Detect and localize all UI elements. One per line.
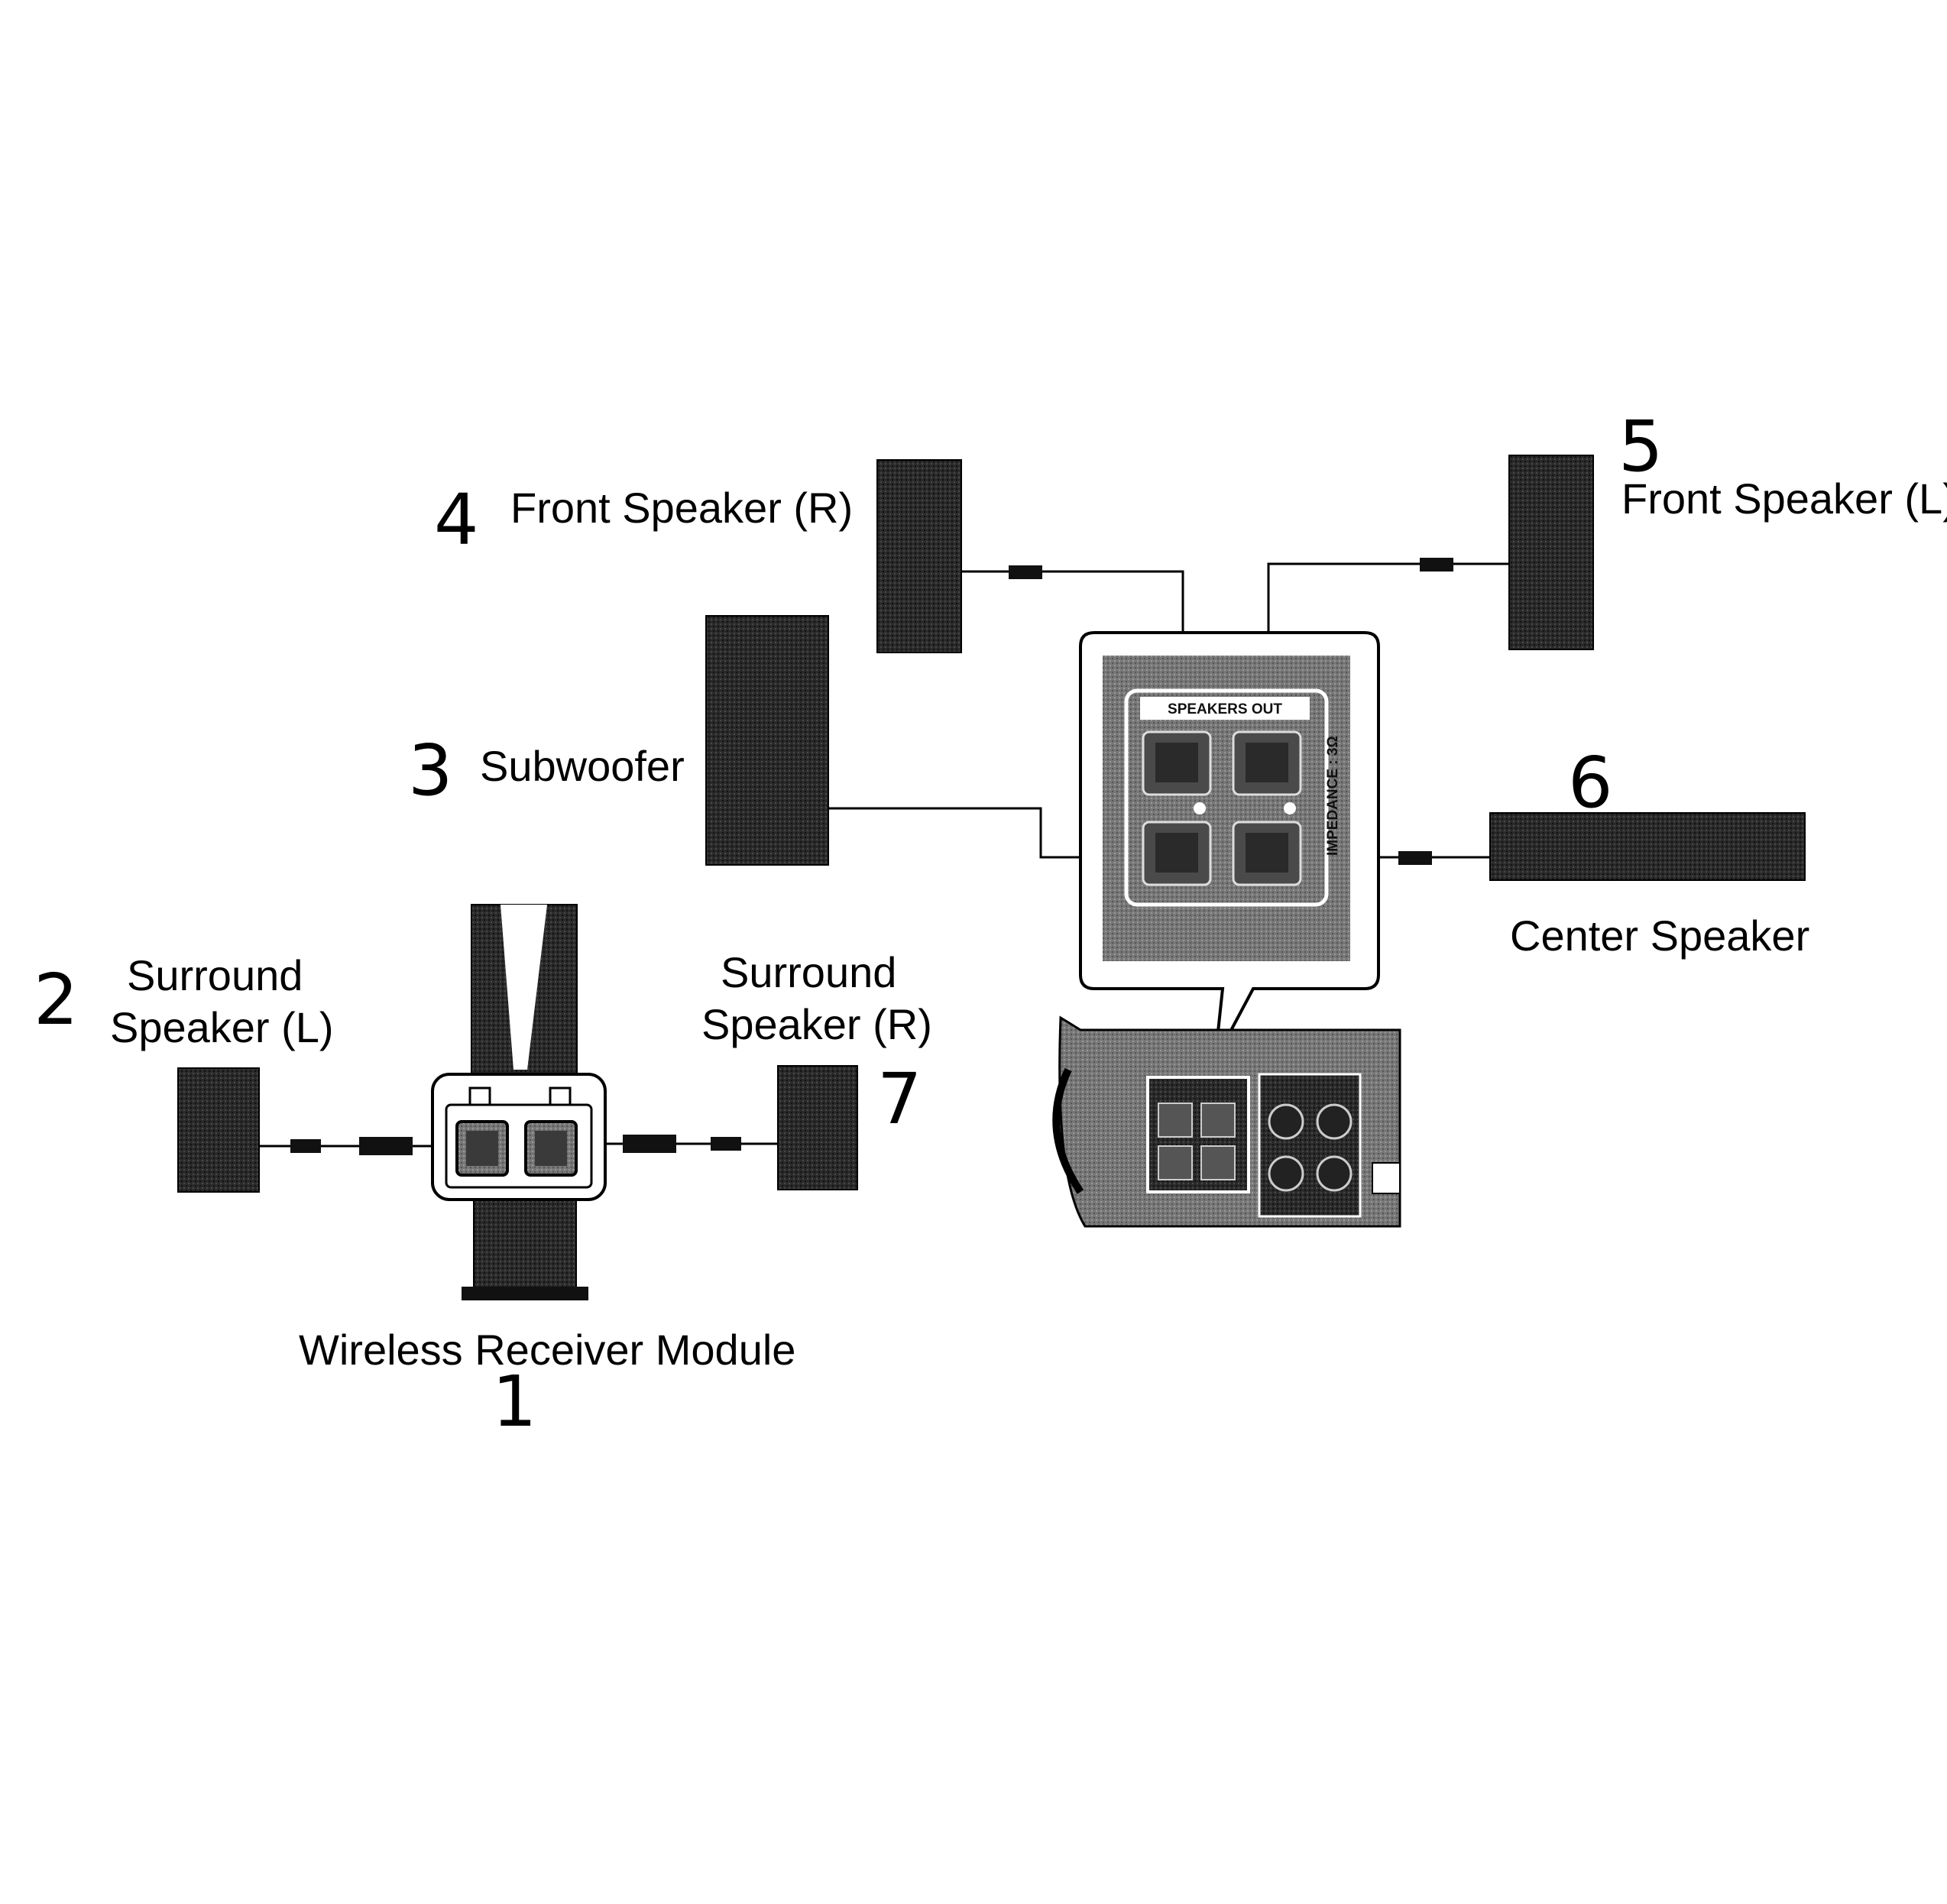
plug-front-right	[1009, 565, 1042, 579]
subwoofer-speaker	[705, 615, 829, 866]
plug-surround-left-a	[290, 1139, 321, 1153]
label-surround-right-line2: Speaker (R)	[701, 1000, 932, 1048]
plug-center	[1398, 851, 1432, 865]
label-surround-right-line1: Surround	[721, 948, 896, 996]
label-subwoofer: Subwoofer	[480, 742, 685, 790]
wireless-receiver-module	[431, 904, 607, 1300]
speakers-out-header-bg	[1140, 697, 1310, 720]
module-tag-left	[468, 1086, 491, 1106]
label-wireless-module: Wireless Receiver Module	[299, 1326, 795, 1374]
connector-plugs	[290, 558, 1453, 1155]
number-surround-right: 7	[877, 1058, 922, 1140]
number-subwoofer: 3	[408, 730, 453, 811]
center-speaker	[1489, 812, 1806, 881]
main-unit-rear	[1052, 1015, 1401, 1228]
number-wireless-module: 1	[492, 1361, 537, 1443]
main-unit-jacks	[1258, 1073, 1362, 1218]
speakers-out-callout: SPEAKERS OUT IMPEDANCE : 3Ω	[1079, 631, 1380, 1061]
number-front-right: 4	[434, 479, 479, 561]
label-surround-left-line2: Speaker (L)	[110, 1003, 334, 1051]
surround-right-speaker	[777, 1065, 858, 1190]
module-tag-right	[549, 1086, 572, 1106]
plug-surround-left-b	[359, 1137, 413, 1155]
module-base	[462, 1287, 588, 1300]
label-surround-left-line1: Surround	[127, 951, 303, 999]
label-front-right: Front Speaker (R)	[510, 484, 853, 532]
label-center: Center Speaker	[1510, 912, 1809, 960]
front-right-speaker	[876, 459, 962, 653]
speakers-out-label: SPEAKERS OUT	[1168, 701, 1282, 717]
impedance-label: IMPEDANCE : 3Ω	[1325, 736, 1341, 856]
number-center: 6	[1568, 742, 1613, 824]
module-notch	[501, 905, 547, 1070]
speakers-out-frame	[1124, 688, 1329, 907]
number-surround-left: 2	[34, 959, 79, 1041]
surround-left-speaker	[177, 1067, 260, 1193]
plug-surround-right-a	[623, 1135, 676, 1153]
front-left-speaker	[1508, 455, 1594, 650]
number-front-left: 5	[1618, 406, 1664, 487]
plug-surround-right-b	[711, 1137, 741, 1151]
label-front-left: Front Speaker (L)	[1621, 474, 1947, 523]
plug-front-left	[1420, 558, 1453, 572]
